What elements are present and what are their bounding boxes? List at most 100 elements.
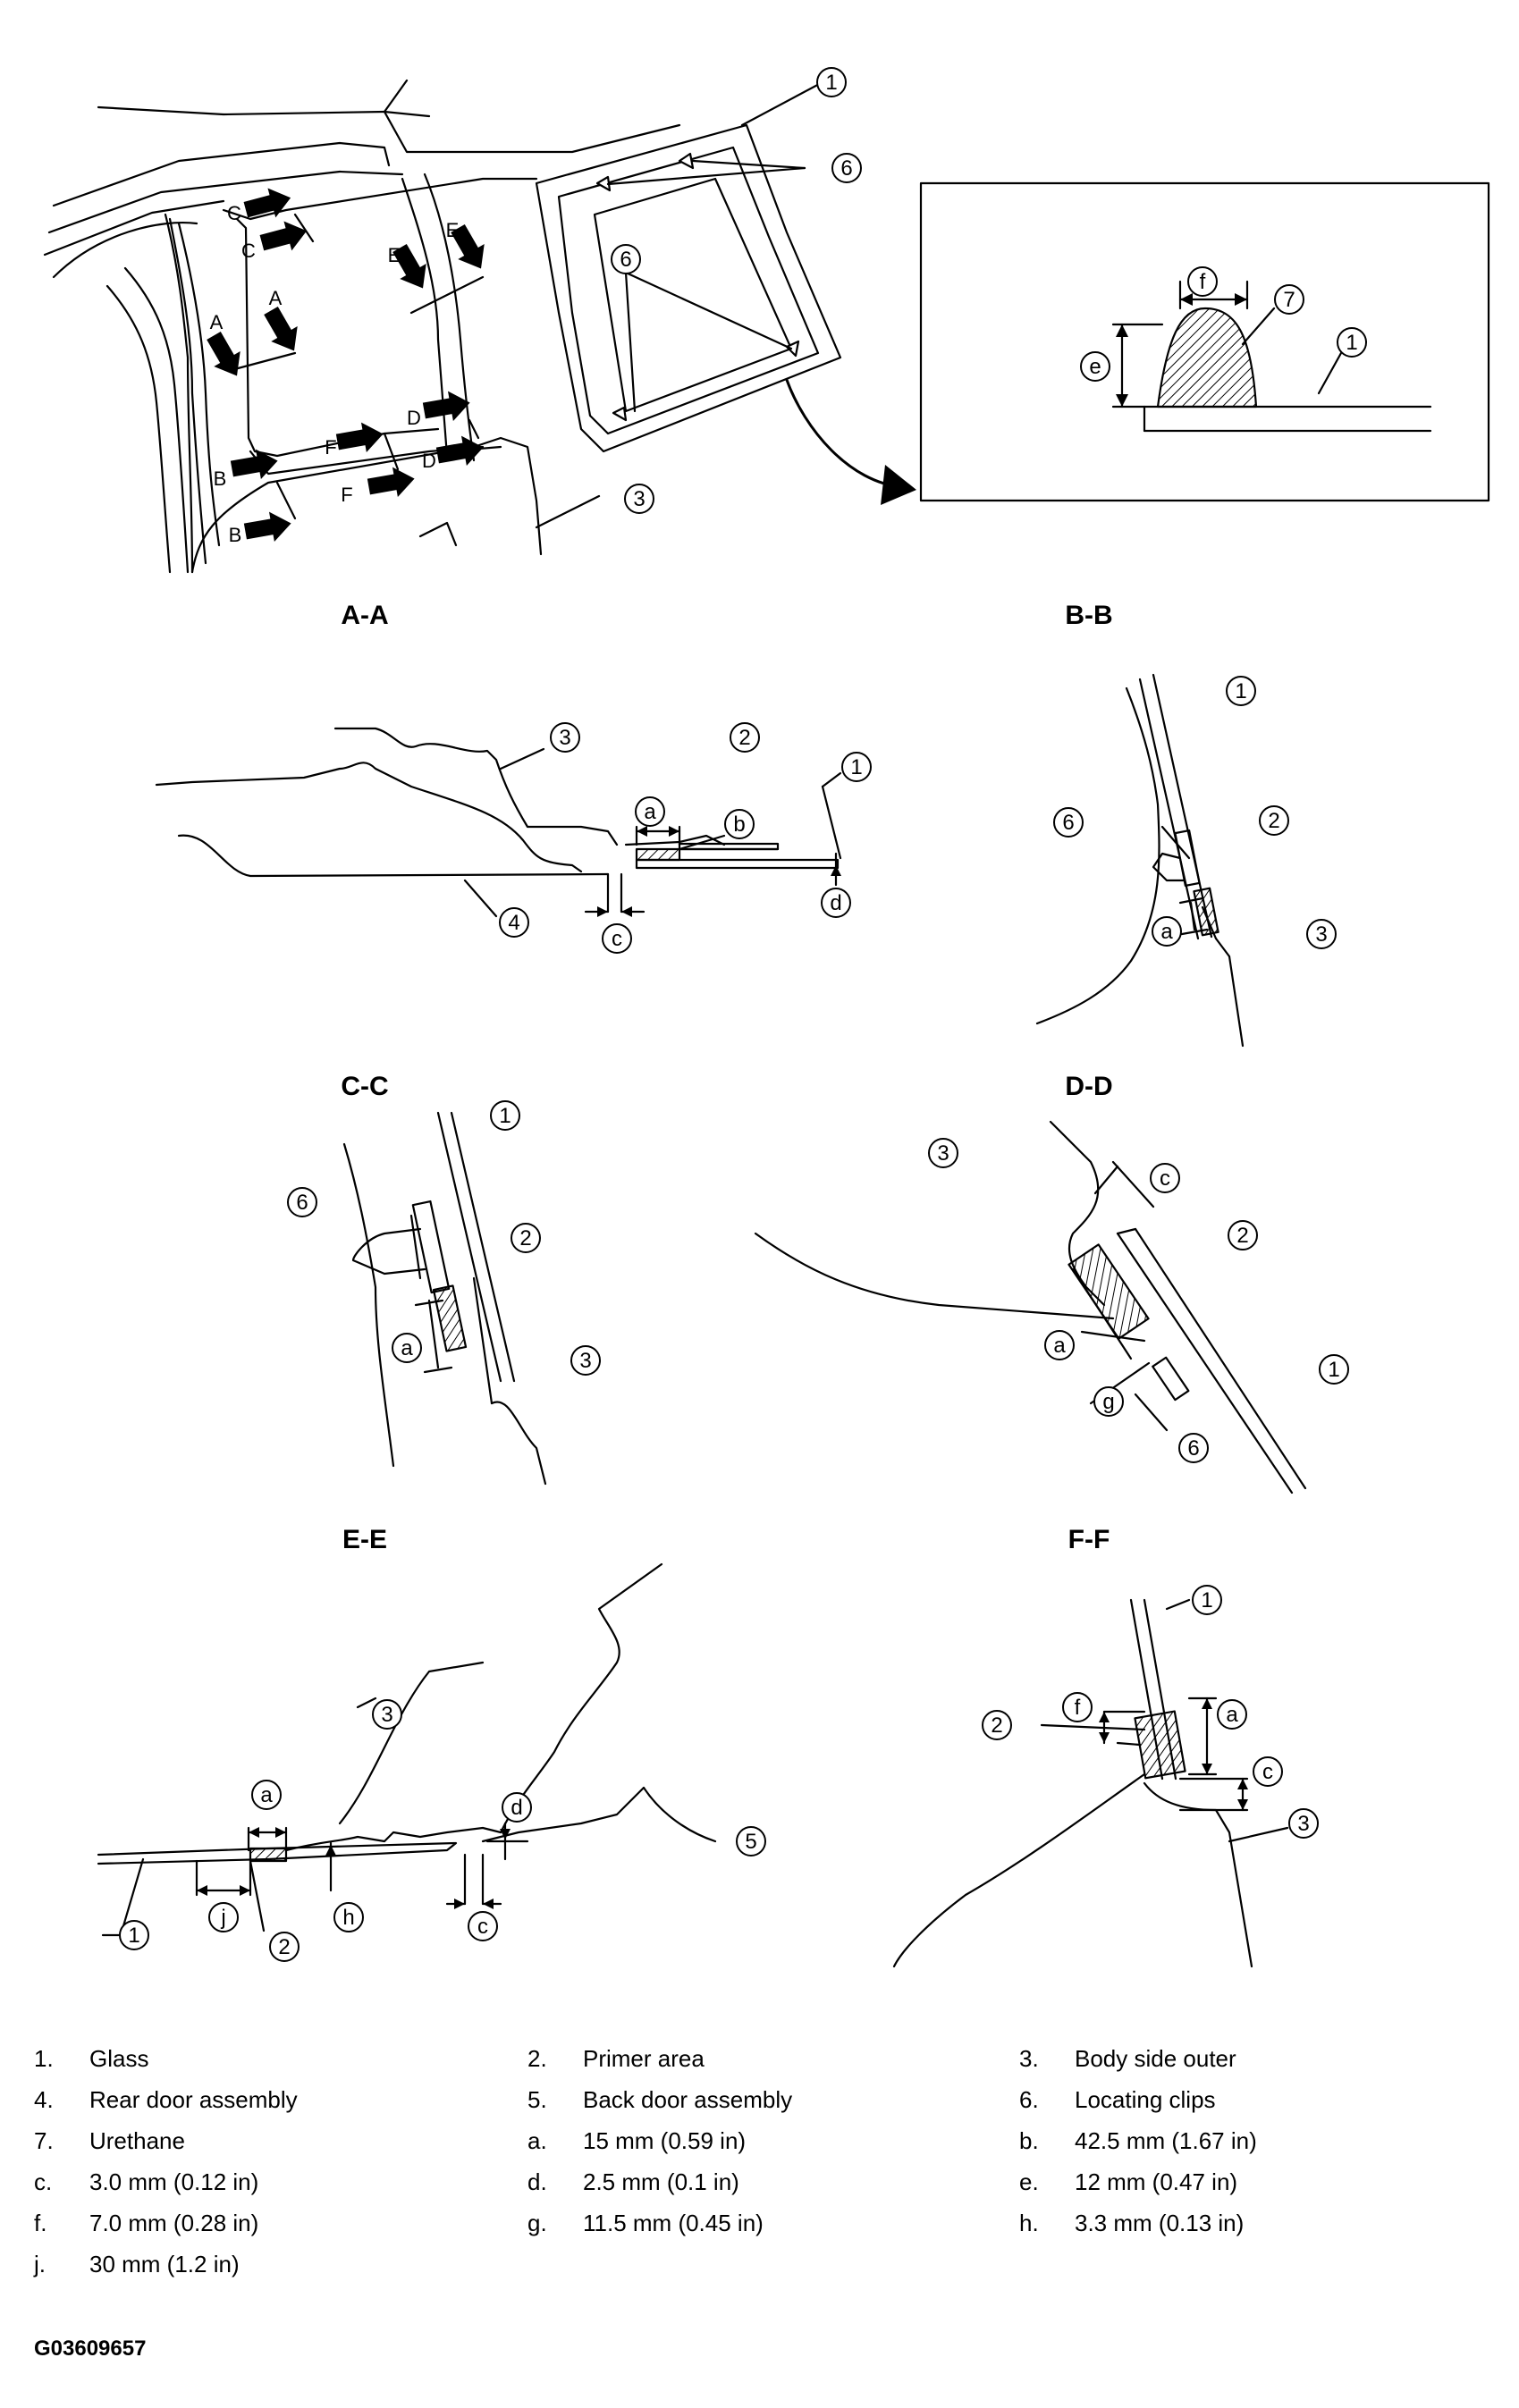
svg-text:c: c [612,927,622,951]
svg-text:d: d [511,1796,522,1820]
callout-f: f [1187,266,1218,297]
callout-6: 6 [1178,1433,1209,1463]
figure-code: G03609657 [34,2336,147,2361]
section-e-e [97,1562,717,1937]
callout-6: 6 [831,153,862,183]
installation-diagram: C C A A E E B B F F D D A-A B-B [43,67,1490,1968]
callout-1: 1 [841,752,872,782]
svg-text:a: a [1226,1703,1238,1727]
svg-text:3: 3 [1315,922,1327,947]
section-title-b-b: B-B [1065,601,1112,630]
callout-a: a [251,1780,282,1810]
svg-text:3: 3 [381,1703,392,1727]
callout-e: e [1080,351,1110,382]
svg-text:6: 6 [620,248,631,272]
section-b-b [1035,673,1245,1048]
svg-text:2: 2 [278,1935,290,1959]
callout-3: 3 [550,722,580,753]
section-d-d [754,1120,1307,1494]
arrow-label-b: B [214,467,227,490]
callout-c: c [1150,1163,1180,1193]
svg-text:3: 3 [579,1349,591,1373]
callout-4: 4 [499,907,529,938]
callout-3: 3 [624,484,654,514]
callout-d: d [821,888,851,918]
callout-a: a [1217,1699,1247,1730]
callout-3: 3 [928,1138,958,1168]
callout-7: 7 [1274,284,1304,315]
section-f-f [892,1598,1289,1968]
section-title-e-e: E-E [342,1525,387,1554]
svg-text:1: 1 [128,1924,139,1948]
svg-text:2: 2 [738,726,750,750]
svg-text:a: a [1053,1334,1066,1358]
svg-text:6: 6 [1062,811,1074,835]
svg-text:g: g [1102,1390,1114,1414]
callout-f: f [1062,1692,1093,1722]
svg-text:2: 2 [519,1226,531,1250]
callout-3: 3 [372,1699,402,1730]
callout-a: a [392,1333,422,1363]
callout-3: 3 [570,1345,601,1376]
svg-text:6: 6 [840,156,852,181]
callout-a: a [1152,916,1182,947]
callout-6: 6 [287,1187,317,1217]
svg-text:1: 1 [1346,331,1357,355]
svg-text:3: 3 [633,487,645,511]
svg-text:e: e [1089,355,1101,379]
overview-vehicle [43,79,681,574]
svg-text:f: f [1075,1696,1081,1720]
svg-text:2: 2 [1236,1224,1248,1248]
legend: 1.Glass 2.Primer area 3.Body side outer … [34,2045,1257,2277]
svg-text:a: a [260,1783,273,1807]
svg-text:5: 5 [745,1830,756,1854]
svg-text:1: 1 [825,71,837,95]
svg-text:7: 7 [1283,288,1295,312]
svg-text:d: d [830,891,841,915]
svg-text:1: 1 [850,755,862,779]
section-a-a [155,727,842,918]
overview-glass-panel [535,80,905,489]
callout-2: 2 [982,1710,1012,1740]
arrow-label-a: A [269,287,283,309]
callout-c: c [602,923,632,954]
overview-arrow-labels: C C A A E E B B F F D D [210,202,460,546]
callout-2: 2 [730,722,760,753]
section-title-d-d: D-D [1065,1072,1112,1101]
svg-text:1: 1 [1235,679,1246,703]
svg-text:h: h [342,1906,354,1930]
section-title-c-c: C-C [341,1072,388,1101]
section-title-f-f: F-F [1068,1525,1110,1554]
svg-text:3: 3 [937,1141,949,1166]
callout-1: 1 [1226,676,1256,706]
callout-h: h [333,1902,364,1932]
svg-text:3: 3 [1297,1812,1309,1836]
callout-b: b [724,809,755,839]
arrow-label-d: D [422,450,436,472]
arrow-label-b: B [229,524,242,546]
svg-text:c: c [477,1915,488,1939]
section-title-a-a: A-A [341,601,388,630]
callout-d: d [502,1792,532,1823]
callout-3: 3 [1288,1808,1319,1839]
overview-cut-lines [226,213,485,520]
svg-text:4: 4 [508,911,519,935]
callout-6: 6 [611,244,641,274]
svg-text:a: a [644,800,656,824]
callout-j: j [208,1902,239,1932]
callout-2: 2 [269,1932,300,1962]
callout-1: 1 [490,1100,520,1131]
callout-3: 3 [1306,919,1337,949]
arrow-label-c: C [241,240,256,262]
callout-a: a [1044,1330,1075,1360]
callout-5: 5 [736,1826,766,1857]
callout-1: 1 [119,1920,149,1950]
dimension-arrowheads [197,826,1248,1909]
svg-text:6: 6 [1187,1436,1199,1461]
arrow-label-c: C [227,202,241,224]
arrow-label-d: D [407,407,421,429]
svg-text:2: 2 [991,1713,1002,1738]
callout-2: 2 [1228,1220,1258,1250]
arrow-label-e: E [388,244,401,266]
svg-text:1: 1 [1201,1588,1212,1612]
